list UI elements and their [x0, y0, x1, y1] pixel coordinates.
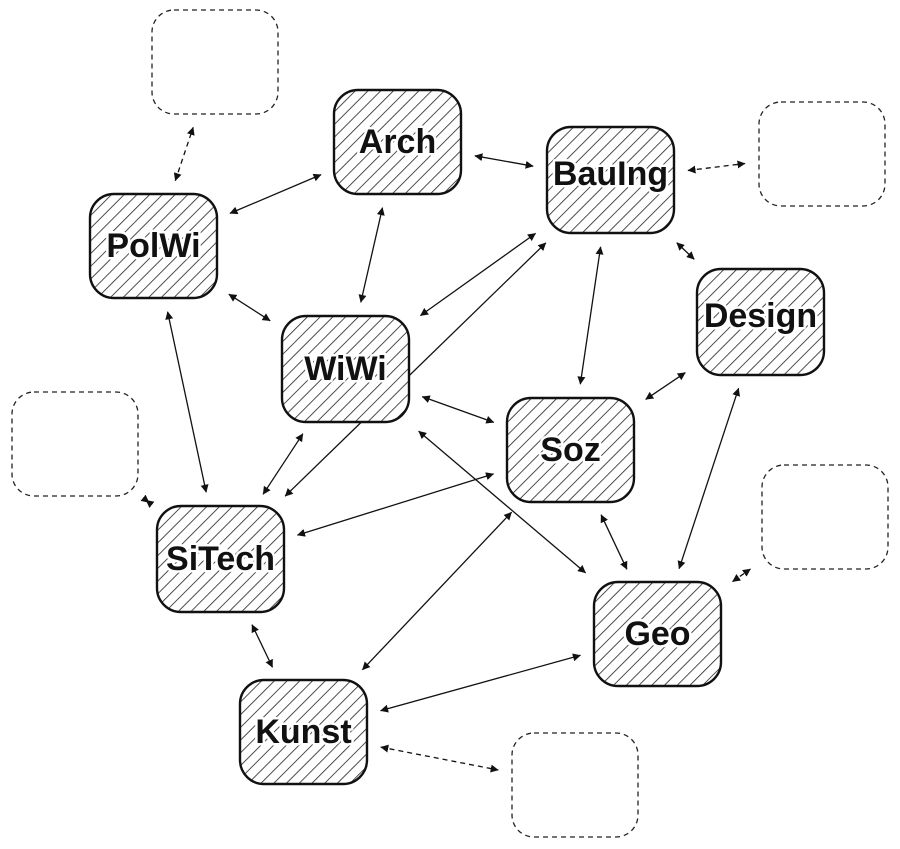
node-polwi-label: PolWi [106, 227, 200, 265]
node-polwi-box [88, 192, 219, 300]
node-design: Design [695, 267, 826, 377]
edge-polwi-sitech [165, 311, 209, 493]
node-design-box [695, 267, 826, 377]
node-arch: Arch [332, 88, 463, 196]
edge-soz-kunst [361, 511, 513, 671]
node-soz-box [505, 396, 636, 504]
node-sitech-box [155, 504, 286, 614]
node-bauing: BauIng [545, 125, 676, 235]
node-bauing-label: BauIng [553, 155, 668, 193]
edge-soz-geo [600, 514, 628, 570]
edge-kunst-geo [380, 653, 581, 713]
node-arch-box [332, 88, 463, 196]
edge-bauing-soz [577, 246, 604, 385]
placeholder-layer [11, 9, 889, 838]
ghost-right-top-placeholder [758, 101, 886, 207]
node-kunst: Kunst [238, 678, 369, 786]
node-bauing-box [545, 125, 676, 235]
node-wiwi-label: WiWi [304, 350, 386, 388]
edge-bauing-sitech [284, 242, 547, 497]
node-design-label: Design [704, 297, 817, 335]
node-geo-label: Geo [624, 615, 690, 653]
node-wiwi: WiWi [280, 314, 411, 424]
node-sitech: SiTech [155, 504, 286, 614]
edge-sitech-soz [297, 472, 494, 537]
edge-polwi-arch [229, 173, 322, 215]
node-kunst-box [238, 678, 369, 786]
edge-wiwi-soz [421, 395, 495, 424]
edge-bauing-design [676, 242, 695, 260]
edge-wiwi-geo [418, 430, 587, 574]
ghost-bottom-placeholder [511, 732, 639, 838]
edge-sitech-ghost-left [140, 494, 155, 508]
edge-wiwi-sitech [262, 433, 304, 495]
edge-arch-bauing [474, 153, 534, 169]
node-arch-label: Arch [359, 123, 436, 161]
node-geo: Geo [592, 580, 723, 688]
edge-design-soz [645, 372, 686, 400]
ghost-right-bottom-placeholder [761, 464, 889, 570]
edge-sitech-kunst [251, 624, 274, 668]
edge-kunst-ghost-bottom [380, 744, 499, 773]
edge-wiwi-bauing [420, 232, 536, 317]
edges-layer [140, 126, 751, 773]
node-geo-box [592, 580, 723, 688]
edge-design-geo [677, 387, 741, 570]
node-polwi: PolWi [88, 192, 219, 300]
ghost-top-left-placeholder [151, 9, 279, 115]
node-wiwi-box [280, 314, 411, 424]
node-sitech-label: SiTech [166, 540, 275, 578]
edge-polwi-ghost-top-left [173, 126, 195, 182]
node-soz-label: Soz [540, 431, 600, 469]
edge-polwi-wiwi [228, 293, 271, 322]
node-kunst-label: Kunst [255, 713, 351, 751]
edge-bauing-ghost-right-top [687, 160, 746, 174]
edge-arch-wiwi [358, 207, 385, 303]
node-soz: Soz [505, 396, 636, 504]
edge-geo-ghost-right-bottom [732, 568, 751, 583]
ghost-left-placeholder [11, 391, 139, 497]
